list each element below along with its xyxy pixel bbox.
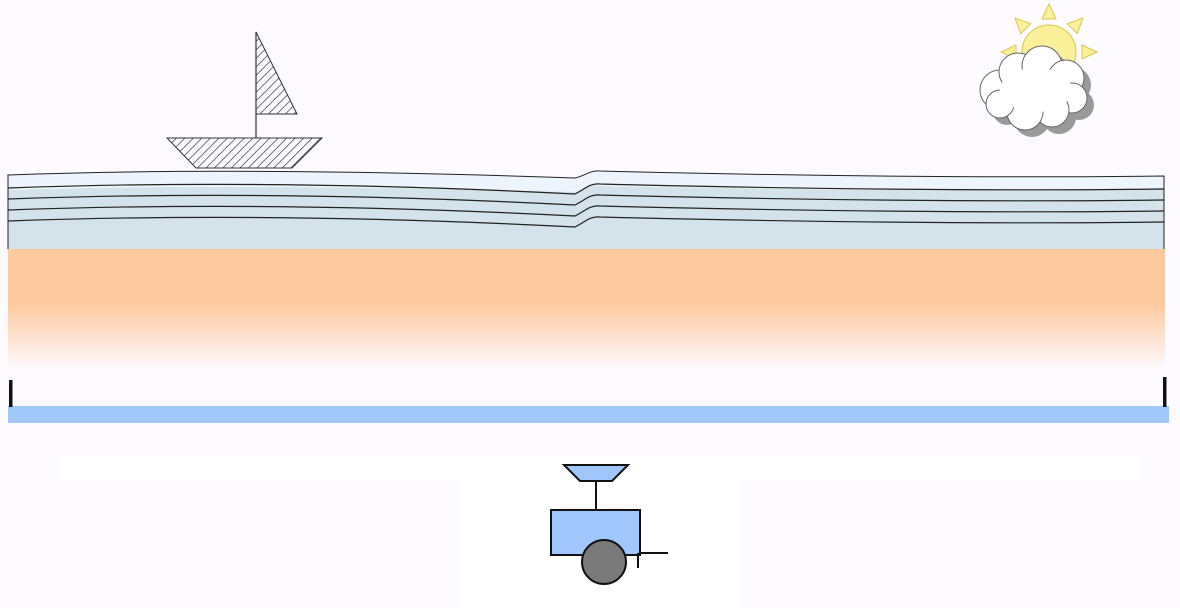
- measurement-track: [8, 406, 1169, 423]
- water-outline: [7, 170, 1165, 249]
- cloud-core: [1000, 68, 1072, 112]
- sun-ray: [1066, 17, 1084, 35]
- sailboat-icon: [165, 31, 324, 169]
- sediment-layer: [8, 249, 1165, 370]
- water-layer-line: [7, 183, 1165, 195]
- sensor-dish: [561, 464, 631, 482]
- sail: [255, 31, 298, 115]
- cart-wheel: [581, 539, 627, 585]
- cart-icon: [550, 464, 668, 585]
- cloud-icon: [979, 45, 1094, 137]
- sun-ray: [1014, 17, 1032, 35]
- track-end-marker-right: [1163, 377, 1167, 407]
- cart-body: [550, 509, 641, 556]
- hull: [165, 137, 324, 169]
- water-layer-line: [7, 194, 1165, 206]
- sun-ray: [1041, 2, 1057, 20]
- sun-ray: [1081, 44, 1099, 60]
- water-layer-line: [7, 205, 1165, 217]
- water-layer-line: [7, 216, 1165, 228]
- track-end-marker-left: [9, 380, 13, 407]
- water-layers: [7, 170, 1165, 249]
